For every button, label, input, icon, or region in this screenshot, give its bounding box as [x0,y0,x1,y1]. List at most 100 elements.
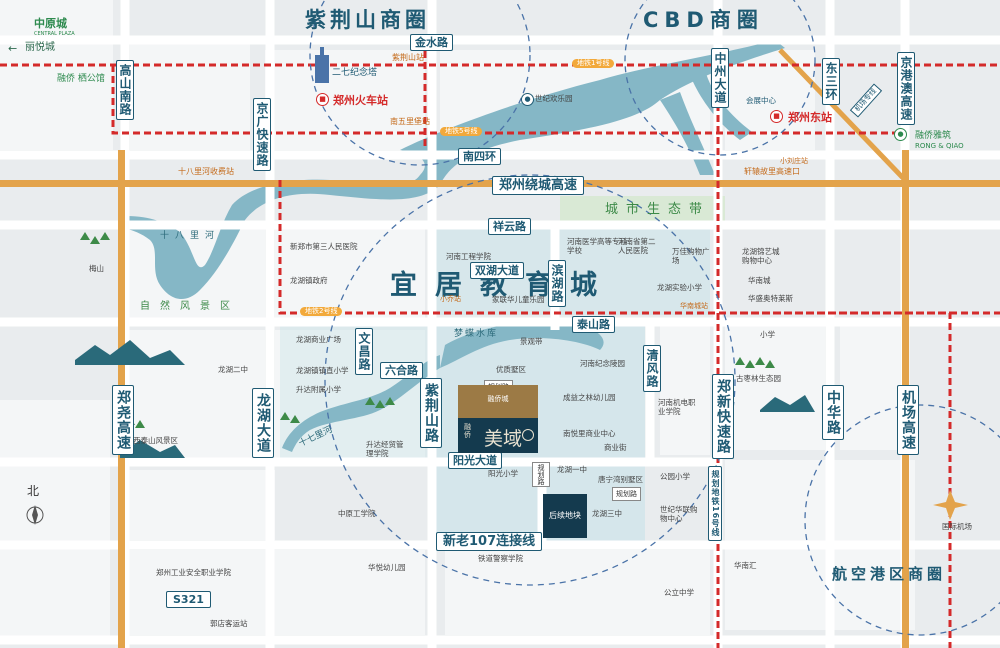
poi-henansheng2: 河南省第二人民医院 [618,237,656,255]
poi-longhuzhen: 龙湖镇政府 [290,276,328,285]
poi-guzhangsheng: 古枣林生态园 [736,374,781,383]
road-gaoshan: 高山南路 [116,60,134,120]
radius-circles [309,0,1000,636]
poi-shangye: 商业街 [604,443,627,452]
poi-huanan: 华南城站 [680,302,708,310]
poi-xiaoxue1: 小学 [760,330,775,339]
road-longhu: 龙湖大道 [252,388,274,458]
poi-rongqiao: 融侨雅筑 [915,131,952,141]
eco-band [560,196,725,224]
poi-xuanjin: 轩辕故里高速口 [744,167,800,176]
poi-longhushiyan: 龙湖实验小学 [657,283,702,292]
logo-sub: CENTRAL PLAZA [34,31,75,37]
poi-longhushangye: 龙湖商业广场 [296,335,341,344]
jinghu-label: 融侨 栖公馆 [57,74,105,84]
road-jichang: 机场高速 [897,385,919,455]
poi-jiaxin: 家联华儿童乐园 [492,295,545,304]
poi-henanjidian: 河南机电职业学院 [658,398,696,416]
poi-huayuan: 华悦幼儿园 [368,563,406,572]
poi-xiaoliji: 小刘庄站 [780,157,808,165]
project-brand: 融侨 [464,423,471,439]
road-qingfeng: 清风路 [643,345,661,392]
road-jingguang: 京广快速路 [253,98,271,171]
river-17li [282,355,440,452]
poi-shijihualian: 世纪华联购物中心 [660,505,698,523]
poi-gongli: 公立中学 [664,588,694,597]
metro-line1: 地铁1号线 [572,59,615,68]
poi-huanancheng: 华南城 [748,276,771,285]
road-zhonghua: 中华路 [822,385,844,440]
highway-raocheng: 郑州绕城高速 [492,176,585,195]
road-wenchang: 文昌路 [355,328,373,375]
poi-nanwei: 南悦里商业中心 [563,429,616,438]
poi-xitai: 西泰山风景区 [133,436,178,445]
park-icon: ● [521,93,534,106]
poi-tielu: 铁道警察学院 [478,554,523,563]
project-top: 融侨城 [458,385,538,418]
lixue-label: 丽悦城 [25,42,55,53]
poi-longhuzhen-xiao: 龙湖镇镇直小学 [296,366,349,375]
district-cbd: CBD商圈 [643,8,764,32]
poi-yangguangxiao: 阳光小学 [488,469,518,478]
project-bottom: 融侨 美域 [458,418,538,453]
road-binhu: 滨湖路 [548,260,566,307]
poi-zhengzhoudong: 郑州东站 [788,111,832,124]
poi-tangning: 唐宁湾别墅区 [598,475,643,484]
lake-mengdie [440,321,604,368]
road-taishan: 泰山路 [572,316,615,333]
road-yangguang: 阳光大道 [448,452,502,469]
metro-line5: 地铁5号线 [440,127,483,136]
poi-nanwuli: 南五里堡站 [390,117,430,126]
poi-xiaoqiao: 小乔站 [440,295,461,303]
road-guihua16: 规划地铁16号线 [708,466,722,542]
highway-s321: S321 [166,591,211,608]
road-guihua-3: 规划路 [612,487,641,501]
logo-zhongyuan: 中原城 [34,17,67,30]
poi-guodian: 郭店客运站 [210,619,248,628]
poi-huashengaote: 华盛奥特莱斯 [748,294,793,303]
district-zijingshan: 紫荆山商圈 [305,8,430,32]
poi-henanyixue: 河南医学高等专科学校 [567,237,627,255]
poi-zhongyuangong: 中原工学院 [338,509,376,518]
poi-wanjia: 万佳购物广场 [672,247,710,265]
poi-longhuyi: 龙湖一中 [557,465,587,474]
poi-erqi: 二七纪念塔 [332,68,378,78]
river-main [125,40,785,300]
road-jinshui: 金水路 [410,34,453,51]
poi-jichang: 国际机场 [942,522,972,531]
poi-longhusan: 龙湖三中 [592,509,622,518]
road-shuanghu: 双湖大道 [470,262,524,279]
poi-huanan-hui: 华南汇 [734,561,757,570]
highway-xinlao107: 新老107连接线 [436,532,543,551]
poi-shengda: 升达经贸管理学院 [366,440,404,458]
project-name: 美域 [484,428,523,450]
road-dongsanhuan: 东三环 [822,58,840,105]
pin-icon: ● [894,128,907,141]
project-block[interactable]: 融侨城 融侨 美域 [458,385,538,453]
road-xiangyun: 祥云路 [488,218,531,235]
road-zhengxin: 郑新快速路 [712,374,734,459]
road-zhongzhou: 中州大道 [711,48,729,108]
poi-henanjinian: 河南纪念陵园 [580,359,625,368]
road-zhengyao: 郑尧高速 [112,385,134,455]
erqi-tower-shape [315,55,329,83]
poi-chengshi: 城市生态带 [605,202,711,217]
road-guihua-2: 规划路 [532,462,550,487]
poi-mengdie: 梦蝶水库 [454,329,499,339]
poi-shenda: 升达附属小学 [296,385,341,394]
road-zijingshanlu: 紫荆山路 [420,378,442,448]
compass-north: 北 [27,484,40,498]
train-icon: ■ [316,93,329,106]
metro-line2: 地铁2号线 [300,307,343,316]
arrow-left-icon: ← [8,42,18,55]
poi-ziran: 自然风景区 [140,301,240,312]
poi-rongqiao-sub: RONG & QIAO [915,142,964,150]
future-plot[interactable]: 后续地块 [543,494,587,538]
metro-lines [0,40,1000,648]
poi-henangongcheng: 河南工程学院 [446,252,491,261]
district-hangkonggang: 航空港区商圈 [832,565,947,583]
poi-shibalihe: 十八里河 [160,231,221,241]
poi-huizhan: 会展中心 [746,96,776,105]
poi-gongyuan: 公园小学 [660,472,690,481]
